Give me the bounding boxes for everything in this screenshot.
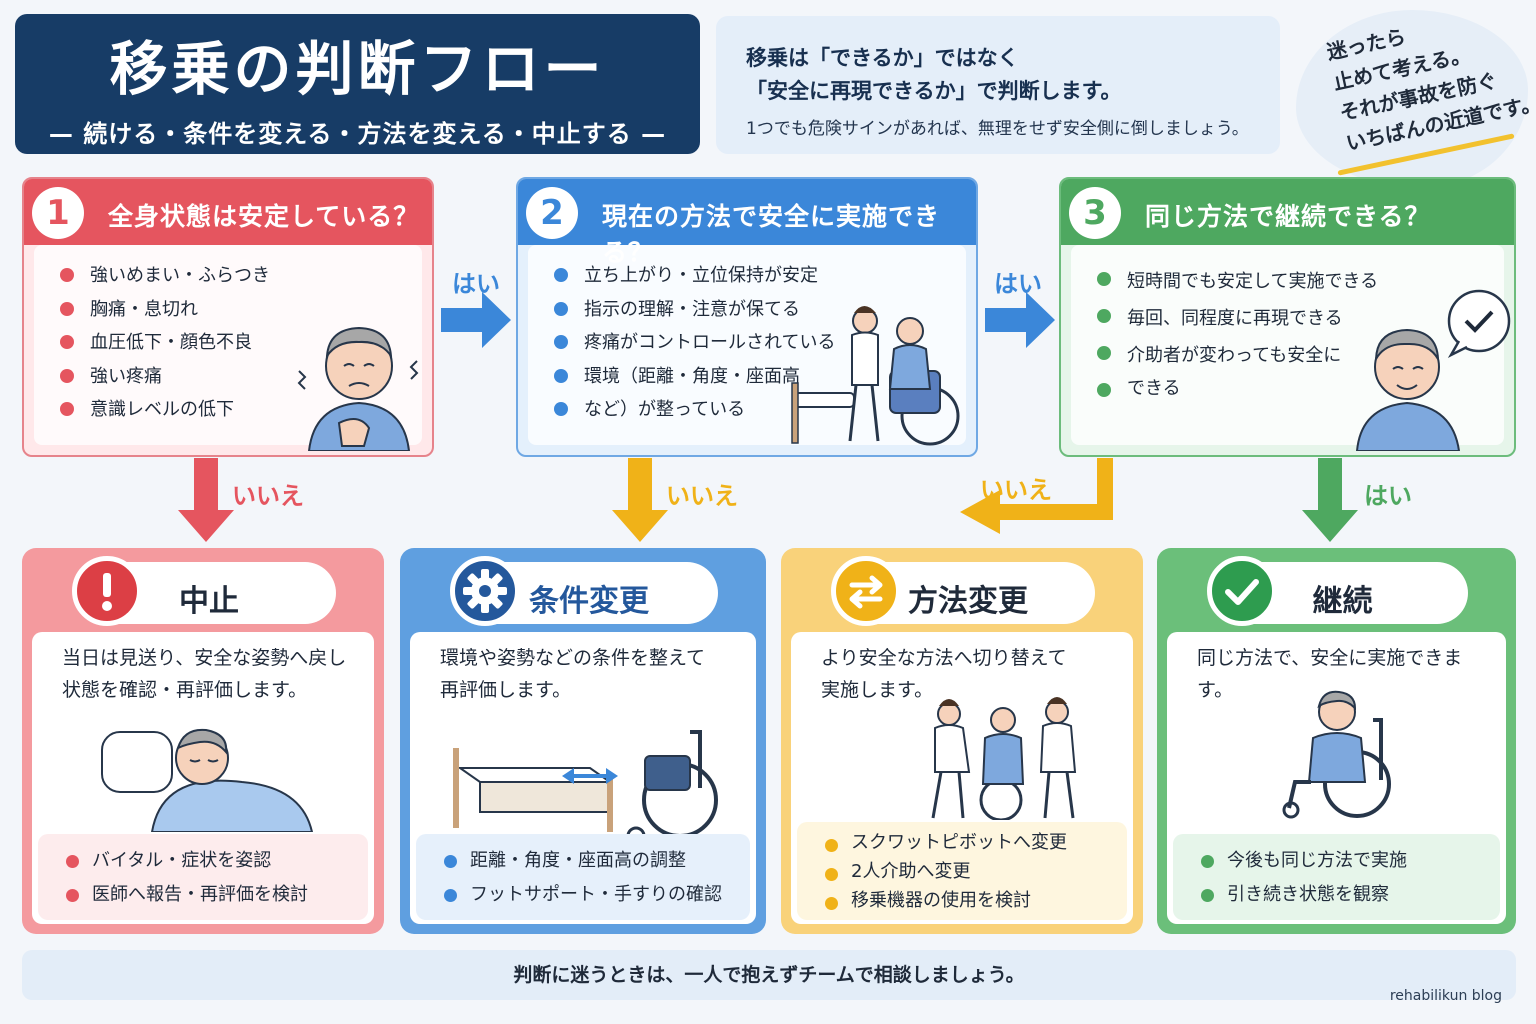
alert-icon xyxy=(72,556,142,626)
confident-elder-illustration xyxy=(1355,289,1511,451)
arrow-bent-icon xyxy=(960,458,1113,534)
outcome-continue-card: 継続 同じ方法で、安全に実施できます。 今後も同じ方法で実施 引き続き状態を観察 xyxy=(1157,548,1516,934)
list-item: 立ち上がり・立位保持が安定 xyxy=(554,259,835,293)
list-item: 強い疼痛 xyxy=(60,360,270,394)
step-body: 強いめまい・ふらつき 胸痛・息切れ 血圧低下・顔色不良 強い疼痛 意識レベルの低… xyxy=(34,245,422,451)
outcome-description: 同じ方法で、安全に実施できます。 xyxy=(1197,642,1486,706)
list-item: 短時間でも安定して実施できる xyxy=(1097,263,1378,300)
desc-line: 状態を確認・再評価します。 xyxy=(62,679,308,701)
outcome-actions: バイタル・症状を姿認 医師へ報告・再評価を検討 xyxy=(38,834,368,920)
page-subtitle: — 続ける・条件を変える・方法を変える・中止する — xyxy=(48,120,667,148)
step-card-2: 2 現在の方法で安全に実施できる？ 立ち上がり・立位保持が安定 指示の理解・注意… xyxy=(516,177,978,457)
step-title: 現在の方法で安全に実施できる？ xyxy=(602,202,941,267)
list-item: 距離・角度・座面高の調整 xyxy=(444,844,750,878)
outcome-actions: 今後も同じ方法で実施 引き続き状態を観察 xyxy=(1173,834,1500,920)
outcome-description: 環境や姿勢などの条件を整えて 再評価します。 xyxy=(440,642,736,706)
credit-text: rehabilikun blog xyxy=(1389,988,1502,1004)
list-item: 引き続き状態を観察 xyxy=(1201,878,1500,912)
dizzy-elder-illustration xyxy=(297,326,419,451)
outcome-method-card: 方法変更 より安全な方法へ切り替えて 実施します。 スクワットピボットへ変更 xyxy=(781,548,1143,934)
intro-box: 移乗は「できるか」ではなく 「安全に再現できるか」で判断します。 1つでも危険サ… xyxy=(716,16,1280,154)
step-number: 2 xyxy=(526,187,578,239)
swap-arrows-icon xyxy=(831,556,901,626)
list-item: など）が整っている xyxy=(554,393,835,427)
step-header: 3 同じ方法で継続できる？ xyxy=(1061,179,1514,245)
no-label: いいえ xyxy=(232,482,304,510)
yes-label: はい xyxy=(1364,482,1412,510)
resting-elder-illustration xyxy=(101,728,314,832)
list-item: 意識レベルの低下 xyxy=(60,393,270,427)
yes-label: はい xyxy=(994,270,1042,298)
step-card-3: 3 同じ方法で継続できる？ 短時間でも安定して実施できる 毎回、同程度に再現でき… xyxy=(1059,177,1516,457)
two-person-assist-illustration xyxy=(931,697,1077,820)
intro-note: 1つでも危険サインがあれば、無理をせず安全側に倒しましょう。 xyxy=(746,119,1249,139)
outcome-description: より安全な方法へ切り替えて 実施します。 xyxy=(821,642,1113,706)
intro-line: 「安全に再現できるか」で判断します。 xyxy=(746,79,1122,103)
list-item: フットサポート・手すりの確認 xyxy=(444,878,750,912)
list-item: 移乗機器の使用を検討 xyxy=(825,886,1127,915)
list-item: 2人介助へ変更 xyxy=(825,857,1127,886)
desc-line: 環境や姿勢などの条件を整えて xyxy=(440,647,706,669)
list-item: バイタル・症状を姿認 xyxy=(66,844,368,878)
desc-line: 同じ方法で、安全に実施できます。 xyxy=(1197,647,1463,701)
step-number: 3 xyxy=(1069,187,1121,239)
bed-wheelchair-illustration xyxy=(453,730,718,846)
list-item: 指示の理解・注意が保てる xyxy=(554,293,835,327)
step-title: 全身状態は安定している？ xyxy=(108,202,420,231)
desc-line: 実施します。 xyxy=(821,679,934,701)
list-item: 強いめまい・ふらつき xyxy=(60,259,270,293)
yes-label: はい xyxy=(452,270,500,298)
arrow-down-icon xyxy=(178,458,234,542)
step-number: 1 xyxy=(32,187,84,239)
step-header: 1 全身状態は安定している？ xyxy=(24,179,432,245)
list-item: 介助者が変わっても安全に xyxy=(1097,337,1378,374)
desc-line: 当日は見送り、安全な姿勢へ戻し xyxy=(62,647,347,669)
list-item: 環境（距離・角度・座面高 xyxy=(554,360,835,394)
list-item: 今後も同じ方法で実施 xyxy=(1201,844,1500,878)
step-body: 立ち上がり・立位保持が安定 指示の理解・注意が保てる 疼痛がコントロールされてい… xyxy=(528,245,966,446)
list-item: スクワットピボットへ変更 xyxy=(825,828,1127,857)
list-item: 胸痛・息切れ xyxy=(60,293,270,327)
outcome-condition-card: 条件変更 環境や姿勢などの条件を整えて 再評価します。 xyxy=(400,548,766,934)
check-circle-icon xyxy=(1207,556,1277,626)
step-title: 同じ方法で継続できる？ xyxy=(1145,202,1431,231)
step-checklist: 短時間でも安定して実施できる 毎回、同程度に再現できる 介助者が変わっても安全に… xyxy=(1097,263,1378,404)
arrow-down-icon xyxy=(1302,458,1358,542)
no-label: いいえ xyxy=(666,482,738,510)
list-item: 毎回、同程度に再現できる xyxy=(1097,300,1378,337)
step-checklist: 強いめまい・ふらつき 胸痛・息切れ 血圧低下・顔色不良 強い疼痛 意識レベルの低… xyxy=(60,259,270,427)
desc-line: より安全な方法へ切り替えて xyxy=(821,647,1067,669)
step-body: 短時間でも安定して実施できる 毎回、同程度に再現できる 介助者が変わっても安全に… xyxy=(1071,245,1511,451)
intro-line: 移乗は「できるか」ではなく xyxy=(746,46,1019,70)
outcome-title: 継続 xyxy=(1312,584,1373,619)
list-item: 医師へ報告・再評価を検討 xyxy=(66,878,368,912)
gear-icon xyxy=(450,556,520,626)
step-card-1: 1 全身状態は安定している？ 強いめまい・ふらつき 胸痛・息切れ 血圧低下・顔色… xyxy=(22,177,434,457)
outcome-actions: スクワットピボットへ変更 2人介助へ変更 移乗機器の使用を検討 xyxy=(797,822,1127,920)
list-item: 血圧低下・顔色不良 xyxy=(60,326,270,360)
outcome-title: 条件変更 xyxy=(529,584,649,619)
outcome-actions: 距離・角度・座面高の調整 フットサポート・手すりの確認 xyxy=(416,834,750,920)
step-checklist: 立ち上がり・立位保持が安定 指示の理解・注意が保てる 疼痛がコントロールされてい… xyxy=(554,259,835,427)
transfer-assist-illustration xyxy=(791,306,960,446)
outcome-description: 当日は見送り、安全な姿勢へ戻し 状態を確認・再評価します。 xyxy=(62,642,354,706)
no-label: いいえ xyxy=(980,476,1052,504)
wheelchair-elder-illustration xyxy=(1282,690,1391,819)
outcome-title: 方法変更 xyxy=(908,584,1028,619)
outcome-title: 中止 xyxy=(179,584,239,619)
page-title: 移乗の判断フロー xyxy=(109,35,606,103)
list-item: 疼痛がコントロールされている xyxy=(554,326,835,360)
arrow-right-icon xyxy=(985,292,1055,348)
outcome-stop-card: 中止 当日は見送り、安全な姿勢へ戻し 状態を確認・再評価します。 バイタル・症状… xyxy=(22,548,384,934)
arrow-down-icon xyxy=(612,458,668,542)
step-header: 2 現在の方法で安全に実施できる？ xyxy=(518,179,976,267)
list-item: できる xyxy=(1097,374,1378,404)
arrow-right-icon xyxy=(441,292,511,348)
desc-line: 再評価します。 xyxy=(440,679,572,701)
title-banner: 移乗の判断フロー — 続ける・条件を変える・方法を変える・中止する — xyxy=(15,14,700,154)
memo-bubble: 迷ったら 止めて考える。 それが事故を防ぐ いちばんの近道です。 xyxy=(1296,10,1536,188)
footer-note: 判断に迷うときは、一人で抱えずチームで相談しましょう。 xyxy=(22,950,1516,1000)
